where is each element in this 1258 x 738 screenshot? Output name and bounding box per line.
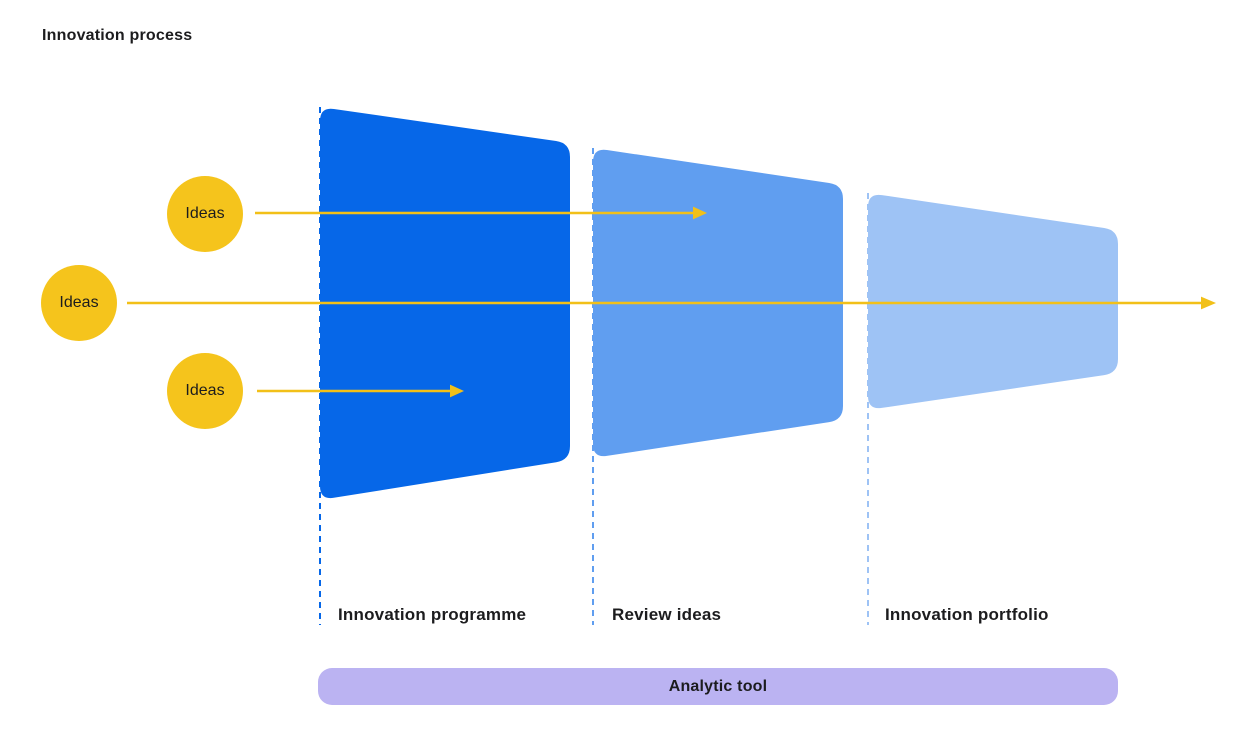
idea-arrow-middle xyxy=(127,296,1216,310)
analytic-tool-bar: Analytic tool xyxy=(318,668,1118,705)
page-title: Innovation process xyxy=(42,27,193,44)
stage-label-review-ideas: Review ideas xyxy=(612,605,722,624)
arrowhead-icon xyxy=(693,206,707,220)
idea-bubble-bottom xyxy=(167,353,243,429)
idea-bubble-top xyxy=(167,176,243,252)
idea-bubble-label: Ideas xyxy=(185,382,225,399)
arrowhead-icon xyxy=(1201,296,1216,310)
idea-bubble-middle xyxy=(41,265,117,341)
analytic-tool-label: Analytic tool xyxy=(668,677,768,695)
funnel-stage-innovation-portfolio xyxy=(868,194,1118,409)
idea-arrow-top xyxy=(255,206,707,220)
idea-bubble-label: Ideas xyxy=(185,205,225,222)
stage-label-innovation-programme: Innovation programme xyxy=(338,605,527,624)
arrowhead-icon xyxy=(450,384,464,398)
idea-bubble-label: Ideas xyxy=(59,294,99,311)
idea-arrow-bottom xyxy=(257,384,464,398)
stage-label-innovation-portfolio: Innovation portfolio xyxy=(885,605,1049,624)
